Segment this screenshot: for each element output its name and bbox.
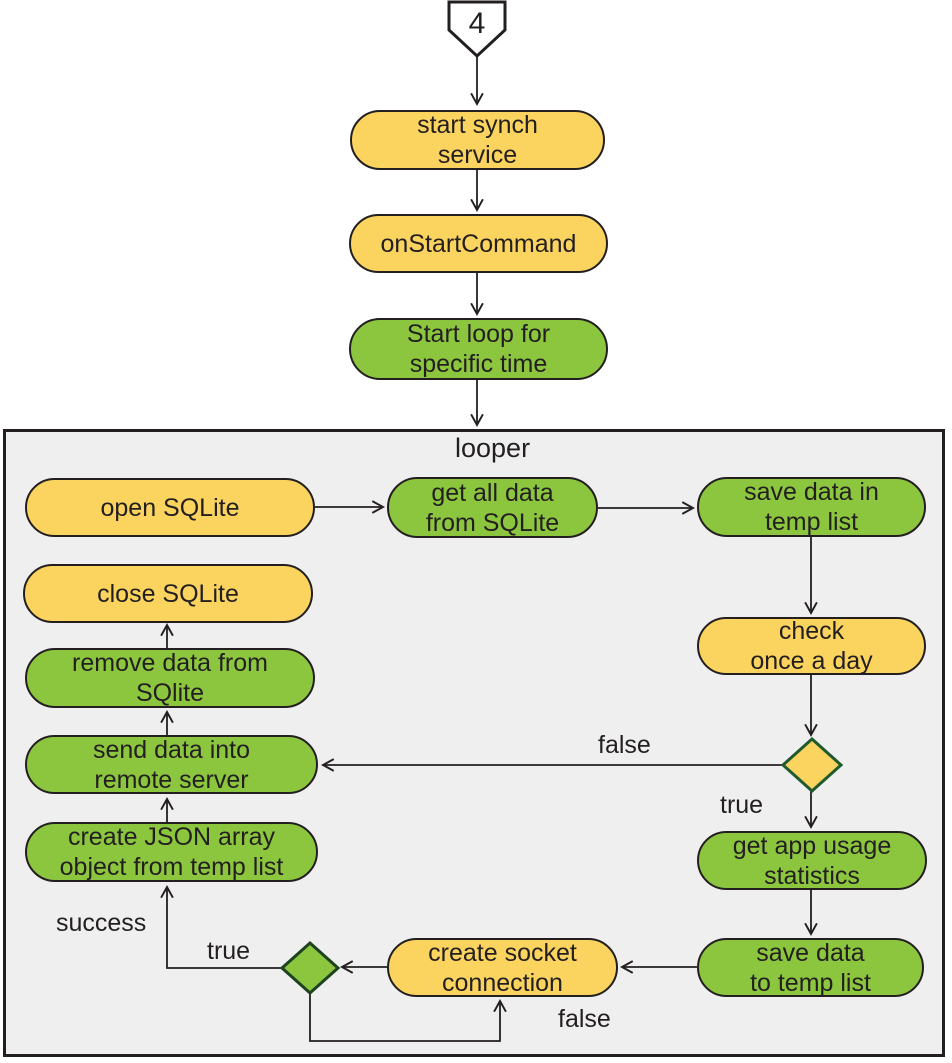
looper-label: looper (455, 433, 531, 463)
node-create-json-array: create JSON array object from temp list (25, 822, 318, 882)
decision1-false-label: false (598, 731, 651, 759)
node-send-data-remote-server: send data into remote server (25, 735, 318, 794)
decision2-true-label: true (207, 937, 251, 965)
node-create-socket-connection: create socket connection (387, 938, 618, 997)
offpage-connector-label: 4 (469, 7, 486, 40)
node-remove-data-from-sqlite: remove data from SQlite (25, 648, 315, 708)
node-get-all-data: get all data from SQLite (387, 477, 598, 538)
node-start-synch-service: start synch service (350, 110, 605, 170)
node-onstartcommand: onStartCommand (349, 214, 608, 273)
node-check-once-a-day: check once a day (697, 617, 926, 675)
success-label: success (56, 909, 147, 937)
node-save-data-to-temp-list: save data to temp list (697, 938, 924, 997)
decision2-false-label: false (558, 1005, 611, 1033)
node-get-app-usage-statistics: get app usage statistics (697, 831, 927, 890)
decision1-true-label: true (720, 791, 764, 819)
offpage-connector-shape (447, 0, 507, 59)
node-save-data-in-temp-list: save data in temp list (697, 477, 926, 537)
node-open-sqlite: open SQLite (25, 478, 315, 537)
node-close-sqlite: close SQLite (23, 564, 313, 623)
node-start-loop: Start loop for specific time (349, 318, 608, 380)
